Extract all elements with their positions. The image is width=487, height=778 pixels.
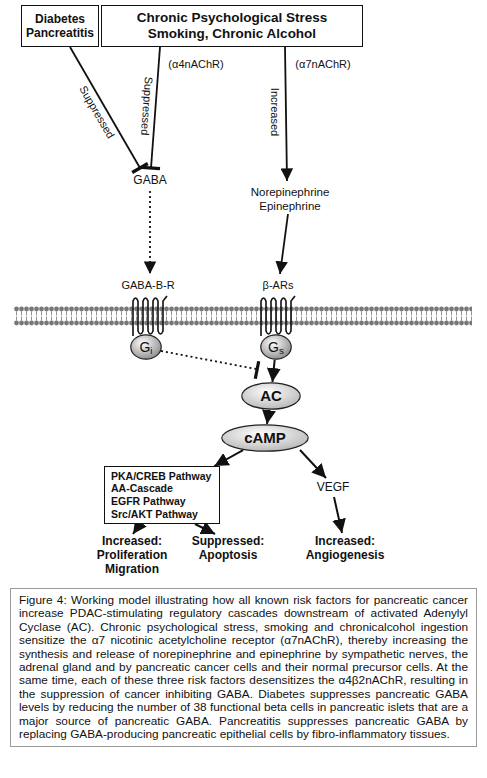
signal-arrow xyxy=(195,524,215,534)
node-text: Chronic Psychological Stress xyxy=(137,10,328,26)
receptor-label: (α4nAChR) xyxy=(168,58,223,70)
outcome-label: Proliferation xyxy=(97,549,168,562)
ellipse-shape xyxy=(261,335,291,359)
inhibit-bar xyxy=(142,167,160,168)
inhibit-line xyxy=(70,47,140,168)
pathway-box: PKA/CREB PathwayAA-CascadeEGFR PathwaySr… xyxy=(104,466,220,524)
risk-factor-box: Chronic Psychological StressSmoking, Chr… xyxy=(101,5,363,47)
node-text: Smoking, Chronic Alcohol xyxy=(148,26,316,42)
outcome-label: Apoptosis xyxy=(199,549,258,562)
ellipse-shape xyxy=(131,335,161,359)
line-label: Suppressed xyxy=(138,76,154,135)
receptor-label: GABA-B-R xyxy=(121,279,174,291)
node-text: G xyxy=(139,339,150,356)
ellipse-shape xyxy=(242,383,300,409)
signal-arrow xyxy=(300,450,326,478)
cell-membrane xyxy=(14,306,472,326)
outcome-label: Migration xyxy=(105,563,159,576)
g-protein-oval: Gi xyxy=(130,334,162,360)
outcome-label: Angiogenesis xyxy=(306,549,385,562)
node-text: AA-Cascade xyxy=(111,482,173,495)
g-protein-oval: Gs xyxy=(260,334,292,360)
arrow-connector xyxy=(214,450,243,466)
ellipse-shape xyxy=(222,425,308,451)
node-text: G xyxy=(268,339,279,356)
node-text: Diabetes xyxy=(35,12,85,26)
dotted-arrow xyxy=(149,191,151,274)
line-label: Increased xyxy=(269,88,281,136)
outcome-label: Suppressed: xyxy=(192,535,265,548)
node-text: s xyxy=(279,345,284,357)
messenger-ellipse: cAMP xyxy=(221,424,309,452)
dotted-inhibit-line xyxy=(161,351,256,369)
increase-arrow xyxy=(285,47,287,181)
risk-factor-box: DiabetesPancreatitis xyxy=(21,5,99,47)
node-text: AC xyxy=(260,387,282,405)
molecule-label: VEGF xyxy=(317,481,350,494)
receptor-symbol xyxy=(261,296,295,336)
receptor-symbol xyxy=(133,296,167,336)
node-text: Src/AKT Pathway xyxy=(111,508,198,521)
figure-caption: Figure 4: Working model illustrating how… xyxy=(10,588,477,747)
node-text: PKA/CREB Pathway xyxy=(111,470,211,483)
receptor-label: β-ARs xyxy=(263,279,294,291)
receptor-label: (α7nAChR) xyxy=(295,58,350,70)
signal-arrow xyxy=(334,497,342,533)
node-text: Pancreatitis xyxy=(26,26,94,40)
enzyme-ellipse: AC xyxy=(241,382,301,410)
signal-arrow xyxy=(133,524,140,534)
molecule-label: GABA xyxy=(133,174,166,187)
signal-arrow xyxy=(280,214,288,274)
arrow-connector xyxy=(267,410,269,424)
outcome-label: Increased: xyxy=(315,535,375,548)
molecule-label: Epinephrine xyxy=(259,200,320,213)
molecule-label: Norepinephrine xyxy=(251,186,330,199)
node-text: i xyxy=(150,345,152,357)
node-text: cAMP xyxy=(244,429,286,447)
node-text: EGFR Pathway xyxy=(111,495,186,508)
outcome-label: Increased: xyxy=(102,535,162,548)
inhibit-bar xyxy=(255,361,258,379)
arrow-connector xyxy=(272,360,274,382)
